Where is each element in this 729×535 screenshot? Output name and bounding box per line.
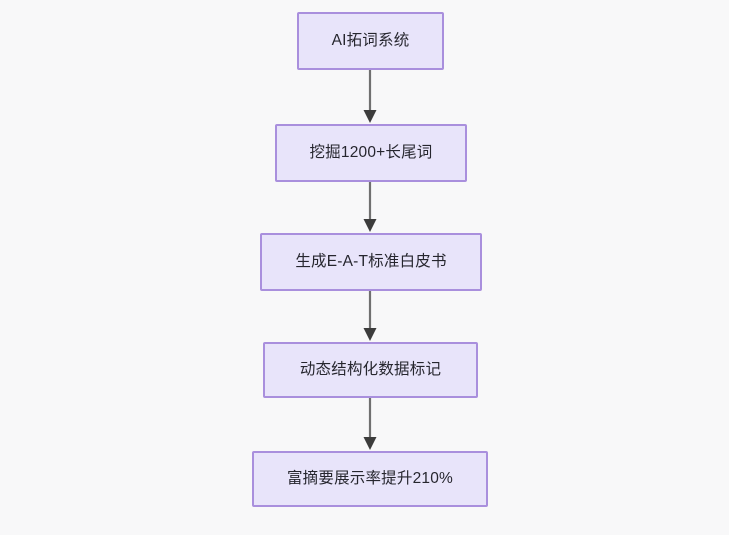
arrowhead-icon xyxy=(363,328,377,341)
flowchart-node-generate-eat-whitepaper[interactable]: 生成E-A-T标准白皮书 xyxy=(260,233,482,291)
arrowhead-icon xyxy=(363,219,377,232)
flowchart-node-dynamic-structured-data-markup[interactable]: 动态结构化数据标记 xyxy=(263,342,478,398)
node-label: 生成E-A-T标准白皮书 xyxy=(295,252,447,270)
flowchart-node-rich-snippet-impression-uplift[interactable]: 富摘要展示率提升210% xyxy=(252,451,488,507)
node-label: 挖掘1200+长尾词 xyxy=(309,143,433,161)
edge-node2-node3 xyxy=(363,182,377,232)
arrowhead-icon xyxy=(363,437,377,450)
arrowhead-icon xyxy=(363,110,377,123)
node-label: 富摘要展示率提升210% xyxy=(286,469,454,487)
node-label: 动态结构化数据标记 xyxy=(299,360,442,378)
edge-node3-node4 xyxy=(363,291,377,341)
node-label: AI拓词系统 xyxy=(331,31,410,49)
edge-node4-node5 xyxy=(363,398,377,450)
edge-node1-node2 xyxy=(363,70,377,123)
flowchart-node-mine-longtail-keywords[interactable]: 挖掘1200+长尾词 xyxy=(275,124,467,182)
flowchart-node-ai-keyword-system[interactable]: AI拓词系统 xyxy=(297,12,444,70)
